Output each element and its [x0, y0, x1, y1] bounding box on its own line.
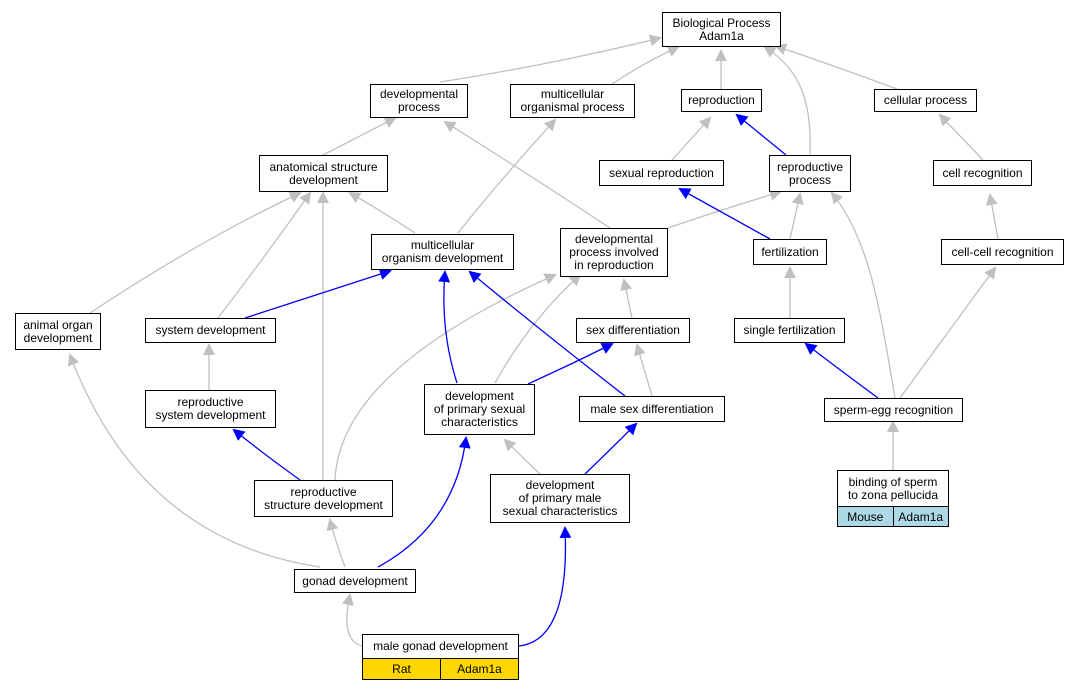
edge [611, 45, 680, 85]
edge [341, 593, 363, 647]
edge [830, 191, 896, 399]
edge [789, 192, 804, 240]
edge [503, 438, 541, 475]
edge [518, 526, 572, 647]
node-development-primary-sexual[interactable]: development of primary sexual characteri… [424, 384, 535, 435]
edge [232, 428, 301, 481]
edge [985, 193, 999, 240]
edge [527, 343, 614, 385]
node-reproduction[interactable]: reproduction [681, 89, 762, 112]
node-single-fertilization[interactable]: single fertilization [734, 318, 845, 343]
edge [620, 278, 633, 319]
edge [774, 43, 898, 90]
edge [938, 113, 984, 161]
edge [634, 343, 653, 397]
edge [584, 422, 638, 475]
edge [326, 518, 346, 568]
node-cellular-process[interactable]: cellular process [874, 89, 977, 112]
node-reproductive-structure-development[interactable]: reproductive structure development [254, 480, 393, 517]
edge [244, 268, 392, 319]
edge [735, 113, 787, 156]
node-binding-sperm-zona[interactable]: binding of sperm to zona pellucida [837, 470, 949, 507]
node-multicellular-organism-development[interactable]: multicellular organism development [371, 234, 514, 270]
edge [322, 117, 397, 156]
node-developmental-process-reproduction[interactable]: developmental process involved in reprod… [560, 228, 668, 277]
edge [494, 273, 582, 384]
node-anatomical-structure-development[interactable]: anatomical structure development [259, 155, 388, 192]
edge [217, 191, 312, 319]
node-animal-organ-development[interactable]: animal organ development [15, 313, 101, 350]
edge [457, 118, 557, 234]
edge [89, 191, 302, 314]
node-biological-process[interactable]: Biological Process Adam1a [662, 12, 781, 47]
node-sex-differentiation[interactable]: sex differentiation [576, 318, 690, 343]
node-male-sex-differentiation[interactable]: male sex differentiation [579, 396, 725, 422]
node-sexual-reproduction[interactable]: sexual reproduction [599, 160, 724, 186]
species-tag: Rat [362, 658, 441, 680]
species-tag: Mouse [837, 506, 894, 527]
node-reproductive-process[interactable]: reproductive process [769, 155, 851, 192]
edge [671, 116, 712, 161]
gene-tag: Adam1a [441, 658, 519, 680]
node-developmental-process[interactable]: developmental process [370, 84, 468, 118]
edge [334, 273, 557, 481]
edge [899, 266, 997, 399]
species-tags: Mouse Adam1a [837, 506, 949, 527]
edge [804, 342, 879, 399]
edge [443, 120, 611, 229]
species-tags: Rat Adam1a [362, 658, 519, 680]
edge [667, 189, 782, 229]
node-fertilization[interactable]: fertilization [753, 239, 827, 265]
edge [377, 436, 471, 568]
node-male-gonad-development[interactable]: male gonad development [362, 634, 519, 659]
gene-tag: Adam1a [893, 506, 949, 527]
node-reproductive-system-development[interactable]: reproductive system development [145, 390, 276, 428]
edge [438, 270, 458, 384]
edge [678, 188, 771, 240]
node-cell-cell-recognition[interactable]: cell-cell recognition [941, 239, 1064, 265]
node-system-development[interactable]: system development [145, 318, 276, 343]
edge [468, 270, 626, 397]
node-development-primary-male[interactable]: development of primary male sexual chara… [490, 474, 630, 523]
node-gonad-development[interactable]: gonad development [294, 569, 416, 593]
edge [439, 34, 662, 83]
node-cell-recognition[interactable]: cell recognition [933, 160, 1032, 186]
node-multicellular-organismal-process[interactable]: multicellular organismal process [510, 84, 635, 118]
edge [67, 353, 321, 568]
node-sperm-egg-recognition[interactable]: sperm-egg recognition [824, 398, 963, 422]
edge [348, 192, 416, 234]
edge [763, 45, 811, 156]
